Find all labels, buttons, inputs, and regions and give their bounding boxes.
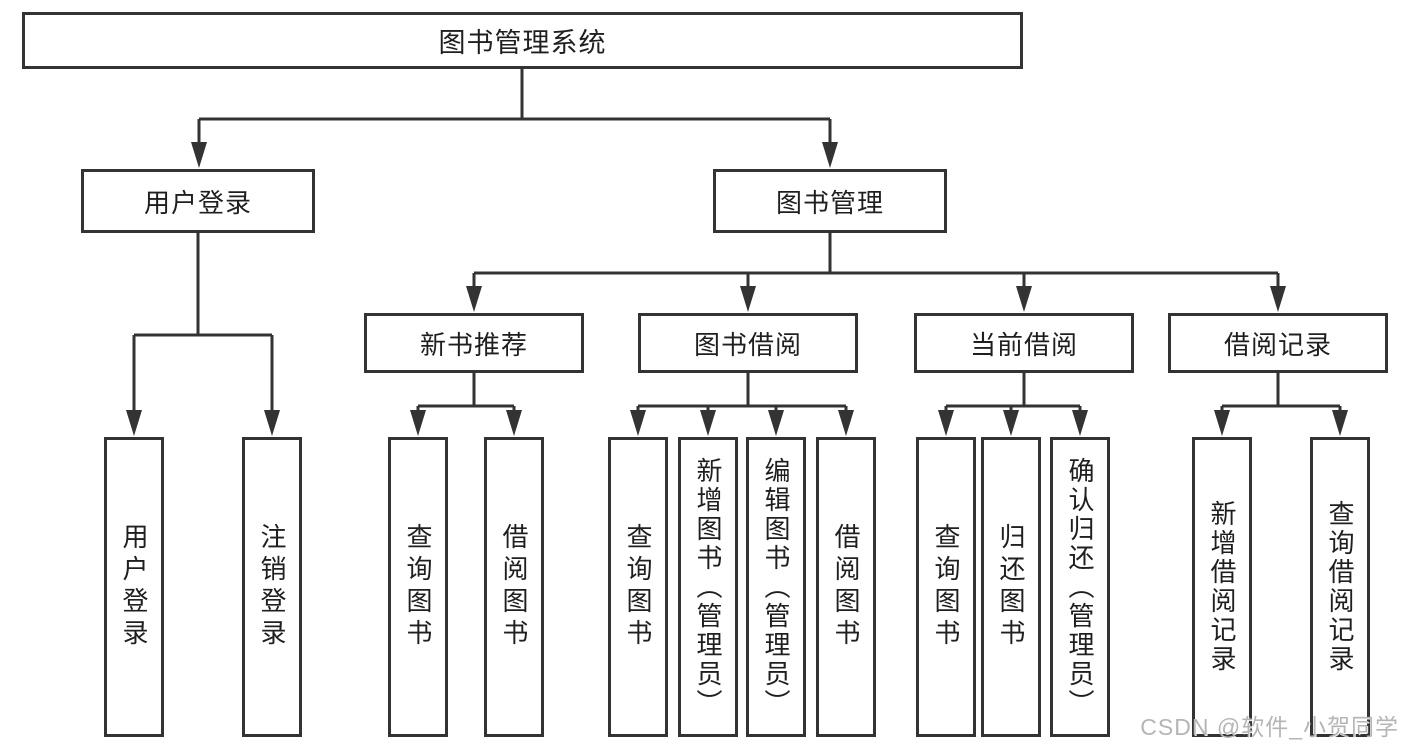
leaf-return-books: 归还图书 xyxy=(981,437,1041,737)
arrowhead xyxy=(191,142,207,168)
leaf-borrow-books: 借阅图书 xyxy=(816,437,876,737)
arrowhead xyxy=(410,410,426,436)
arrowhead xyxy=(506,410,522,436)
leaf-logout: 注销登录 xyxy=(242,437,302,737)
arrowhead xyxy=(466,286,482,312)
connector-user-login-children xyxy=(126,233,280,436)
leaf-query-borrow-record: 查询借阅记录 xyxy=(1310,437,1370,737)
leaf-user-login: 用户登录 xyxy=(104,437,164,737)
leaf-query-books-current: 查询图书 xyxy=(916,437,976,737)
arrowhead xyxy=(1214,410,1230,436)
arrowhead xyxy=(1270,286,1286,312)
node-library-management-system: 图书管理系统 xyxy=(22,12,1023,69)
arrowhead xyxy=(838,410,854,436)
arrowhead xyxy=(630,410,646,436)
arrowhead xyxy=(1332,410,1348,436)
leaf-borrow-books-recommend: 借阅图书 xyxy=(484,437,544,737)
arrowhead xyxy=(700,410,716,436)
connector-new-book-children xyxy=(410,373,522,436)
arrowhead xyxy=(1072,410,1088,436)
arrowhead xyxy=(264,410,280,436)
arrowhead xyxy=(768,410,784,436)
arrowhead xyxy=(126,410,142,436)
connector-root-to-level1 xyxy=(191,69,838,168)
node-new-book-recommend: 新书推荐 xyxy=(364,313,584,373)
leaf-confirm-return-admin: 确认归还（管理员） xyxy=(1050,437,1110,737)
node-user-login: 用户登录 xyxy=(81,169,315,233)
arrowhead xyxy=(1016,286,1032,312)
arrowhead xyxy=(822,142,838,168)
leaf-query-books-borrowing: 查询图书 xyxy=(608,437,668,737)
node-book-borrowing: 图书借阅 xyxy=(638,313,858,373)
leaf-query-books-recommend: 查询图书 xyxy=(388,437,448,737)
connector-book-borrow-children xyxy=(630,373,854,436)
leaf-add-borrow-record: 新增借阅记录 xyxy=(1192,437,1252,737)
node-book-management: 图书管理 xyxy=(713,169,947,233)
node-current-borrowing: 当前借阅 xyxy=(914,313,1134,373)
node-borrow-records: 借阅记录 xyxy=(1168,313,1388,373)
csdn-watermark: CSDN @软件_小贺同学 xyxy=(1140,714,1399,740)
connector-book-mgmt-children xyxy=(466,233,1286,312)
leaf-add-books-admin: 新增图书（管理员） xyxy=(678,437,738,737)
arrowhead xyxy=(740,286,756,312)
connector-borrow-records-children xyxy=(1214,373,1348,436)
arrowhead xyxy=(938,410,954,436)
arrowhead xyxy=(1003,410,1019,436)
leaf-edit-books-admin: 编辑图书（管理员） xyxy=(746,437,806,737)
connector-current-borrow-children xyxy=(938,373,1088,436)
